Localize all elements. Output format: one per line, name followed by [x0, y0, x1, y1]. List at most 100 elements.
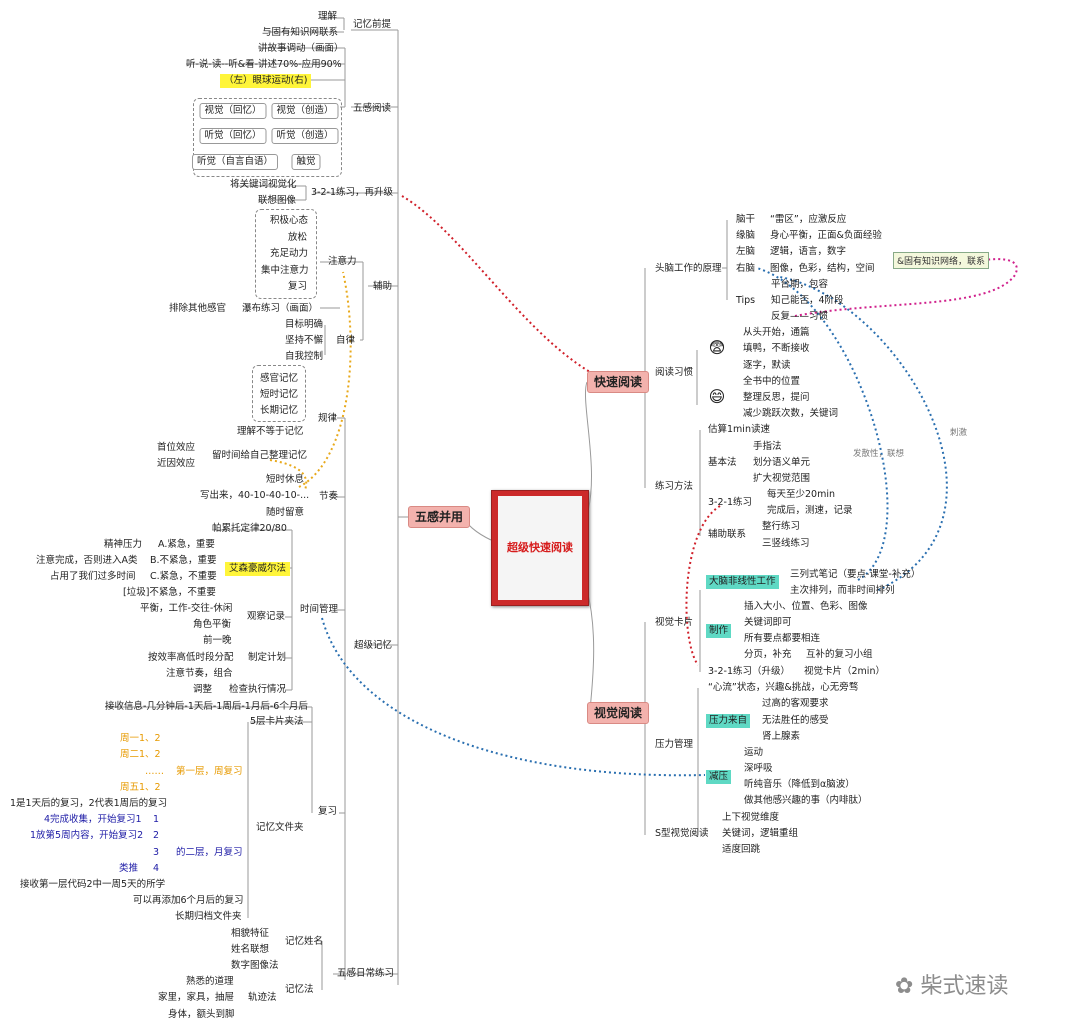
node-jianggushi[interactable]: 讲故事调动（画面）	[258, 43, 344, 54]
node-ceng2[interactable]: 的二层，月复习	[176, 847, 243, 858]
node-zhishi-note[interactable]: &固有知识网络，联系	[893, 252, 990, 269]
node-yuannao[interactable]: 缘脑	[736, 230, 756, 241]
node-xiangmao[interactable]: 相貌特征	[231, 928, 270, 939]
node-321-shengji[interactable]: 3-2-1练习，再升级	[311, 187, 393, 198]
node-suishi[interactable]: 随时留意	[266, 507, 305, 518]
node-grid-1[interactable]: 视觉（创造）	[271, 103, 339, 119]
node-fuzhu[interactable]: 辅助	[373, 281, 393, 292]
node-zhiji[interactable]: 知己能否，4阶段	[771, 295, 844, 306]
node-jizhong[interactable]: 集中注意力	[261, 265, 309, 276]
node-yinyue[interactable]: 听纯音乐（降低到α脑波）	[744, 779, 855, 790]
node-charu[interactable]: 插入大小、位置、色彩、图像	[744, 601, 868, 612]
node-blue0-r[interactable]: 1	[153, 814, 160, 825]
node-jinyin[interactable]: 近因效应	[157, 458, 196, 469]
node-mubiao[interactable]: 目标明确	[285, 319, 324, 330]
node-grid-0[interactable]: 视觉（回忆）	[199, 103, 267, 119]
node-eisen-l3[interactable]: [垃圾]不紧急，不重要	[123, 587, 216, 598]
node-xingming-lx[interactable]: 姓名联想	[231, 944, 270, 955]
node-sanshu[interactable]: 三竖线练习	[762, 538, 810, 549]
node-sheng-r[interactable]: 视觉卡片（2min）	[804, 666, 885, 677]
node-jibenfa[interactable]: 基本法	[708, 457, 737, 468]
node-guilv[interactable]: 规律	[318, 413, 338, 424]
node-zuonao-r[interactable]: 逻辑，语言，数字	[770, 246, 847, 257]
node-fuxi-a[interactable]: 复习	[288, 281, 308, 292]
node-guogao[interactable]: 过高的客观要求	[762, 698, 829, 709]
node-more1[interactable]: 可以再添加6个月后的复习	[133, 895, 244, 906]
node-sanlie[interactable]: 三列式笔记（要点-课堂-补充）	[790, 569, 921, 580]
node-zhou5[interactable]: 周五1、2	[120, 782, 161, 793]
node-kapianjia[interactable]: 5层卡片夹法	[250, 716, 304, 727]
node-tips[interactable]: Tips	[736, 295, 756, 306]
node-zhou1[interactable]: 周一1、2	[120, 733, 161, 744]
node-good1[interactable]: 整理反思，提问	[743, 392, 810, 403]
node-naogan-r[interactable]: “雷区”，应激反应	[770, 214, 847, 225]
node-zilu[interactable]: 自律	[336, 335, 356, 346]
node-juese[interactable]: 角色平衡	[193, 619, 232, 630]
node-zhuyi-jiezou[interactable]: 注意节奏，组合	[166, 668, 233, 679]
node-xinliu[interactable]: “心流”状态，兴趣&挑战，心无旁骛	[708, 682, 859, 693]
node-eisenhower[interactable]: 艾森豪威尔法	[225, 562, 291, 576]
node-eisen-r1[interactable]: B.不紧急，重要	[150, 555, 217, 566]
node-wufa[interactable]: 无法胜任的感受	[762, 715, 829, 726]
node-dongli[interactable]: 充足动力	[270, 248, 309, 259]
node-wugan-yuedu[interactable]: 五感阅读	[353, 103, 392, 114]
node-eisen-r0[interactable]: A.紧急，重要	[158, 539, 215, 550]
node-ganguan[interactable]: 感官记忆	[260, 373, 299, 384]
node-zhenghang[interactable]: 整行练习	[762, 521, 801, 532]
node-zhishiwang[interactable]: 与固有知识网联系	[262, 27, 339, 38]
node-zhuyili[interactable]: 注意力	[328, 256, 357, 267]
node-wenjianjia[interactable]: 记忆文件夹	[256, 822, 304, 833]
node-321[interactable]: 3-2-1练习	[708, 497, 752, 508]
node-good0[interactable]: 全书中的位置	[743, 376, 801, 387]
node-duanshi[interactable]: 短时记忆	[260, 389, 299, 400]
node-more2[interactable]: 长期归档文件夹	[175, 911, 242, 922]
node-tounao[interactable]: 头脑工作的原理	[655, 263, 722, 274]
node-xingming[interactable]: 记忆姓名	[285, 936, 324, 947]
node-bad2[interactable]: 逐字，默读	[743, 360, 791, 371]
node-changqi[interactable]: 长期记忆	[260, 405, 299, 416]
node-zuonao[interactable]: 左脑	[736, 246, 756, 257]
node-cesu[interactable]: 完成后，测速，记录	[767, 505, 853, 516]
node-tiaozheng[interactable]: 调整	[193, 684, 213, 695]
node-yali[interactable]: 压力管理	[655, 739, 694, 750]
node-shenhuxi[interactable]: 深呼吸	[744, 763, 773, 774]
node-sheng[interactable]: 3-2-1练习（升级）	[708, 666, 790, 677]
node-jianya[interactable]: 减压	[706, 770, 732, 784]
node-shenshang[interactable]: 肾上腺素	[762, 731, 801, 742]
node-xiaozu[interactable]: 互补的复习小组	[806, 649, 873, 660]
node-luoji[interactable]: 关键词，逻辑重组	[722, 828, 799, 839]
node-meitian[interactable]: 每天至少20min	[767, 489, 836, 500]
node-xianglian[interactable]: 所有要点都要相连	[744, 633, 821, 644]
node-huafen[interactable]: 划分语义单元	[753, 457, 811, 468]
node-zhou2[interactable]: 周二1、2	[120, 749, 161, 760]
node-lijie[interactable]: 理解	[318, 11, 338, 22]
node-shuxi[interactable]: 熟悉的道理	[186, 976, 234, 987]
node-grid-3[interactable]: 听觉（创造）	[271, 128, 339, 144]
node-xiaolv[interactable]: 按效率高低时段分配	[148, 652, 234, 663]
node-blue1-l[interactable]: 1放第5周内容，开始复习2	[30, 830, 144, 841]
node-gusuan[interactable]: 估算1min读速	[708, 424, 770, 435]
node-good2[interactable]: 减少跳跃次数，关键词	[743, 408, 839, 419]
node-jihua[interactable]: 制定计划	[248, 652, 287, 663]
node-shouzhi[interactable]: 手指法	[753, 441, 782, 452]
node-jiancha[interactable]: 检查执行情况	[229, 684, 287, 695]
node-richang[interactable]: 五感日常练习	[337, 968, 395, 979]
node-shuzi[interactable]: 数字图像法	[231, 960, 279, 971]
node-more0[interactable]: 接收第一层代码2中一周5天的所学	[20, 879, 166, 890]
node-ceng1-note[interactable]: 1是1天后的复习，2代表1周后的复习	[10, 798, 168, 809]
node-shouwei[interactable]: 首位效应	[157, 442, 196, 453]
node-fanfu[interactable]: 反复——习惯	[771, 311, 829, 322]
node-ceng2-post[interactable]: 4	[153, 863, 160, 874]
node-naogan[interactable]: 脑干	[736, 214, 756, 225]
node-jiezou[interactable]: 节奏	[319, 491, 339, 502]
node-blue1-r[interactable]: 2	[153, 830, 160, 841]
node-kapian[interactable]: 视觉卡片	[655, 617, 694, 628]
node-eisen-l0[interactable]: 精神压力	[104, 539, 143, 550]
node-ceng2-pre[interactable]: 3	[153, 847, 160, 858]
node-jiji[interactable]: 积极心态	[270, 215, 309, 226]
node-pingheng[interactable]: 平衡，工作-交往-休闲	[140, 603, 233, 614]
node-leibi[interactable]: 类推	[119, 863, 139, 874]
node-bu-dengyu[interactable]: 理解不等于记忆	[237, 426, 304, 437]
node-guiji[interactable]: 轨迹法	[248, 992, 277, 1003]
node-chaoji-jiyi[interactable]: 超级记忆	[354, 640, 393, 651]
